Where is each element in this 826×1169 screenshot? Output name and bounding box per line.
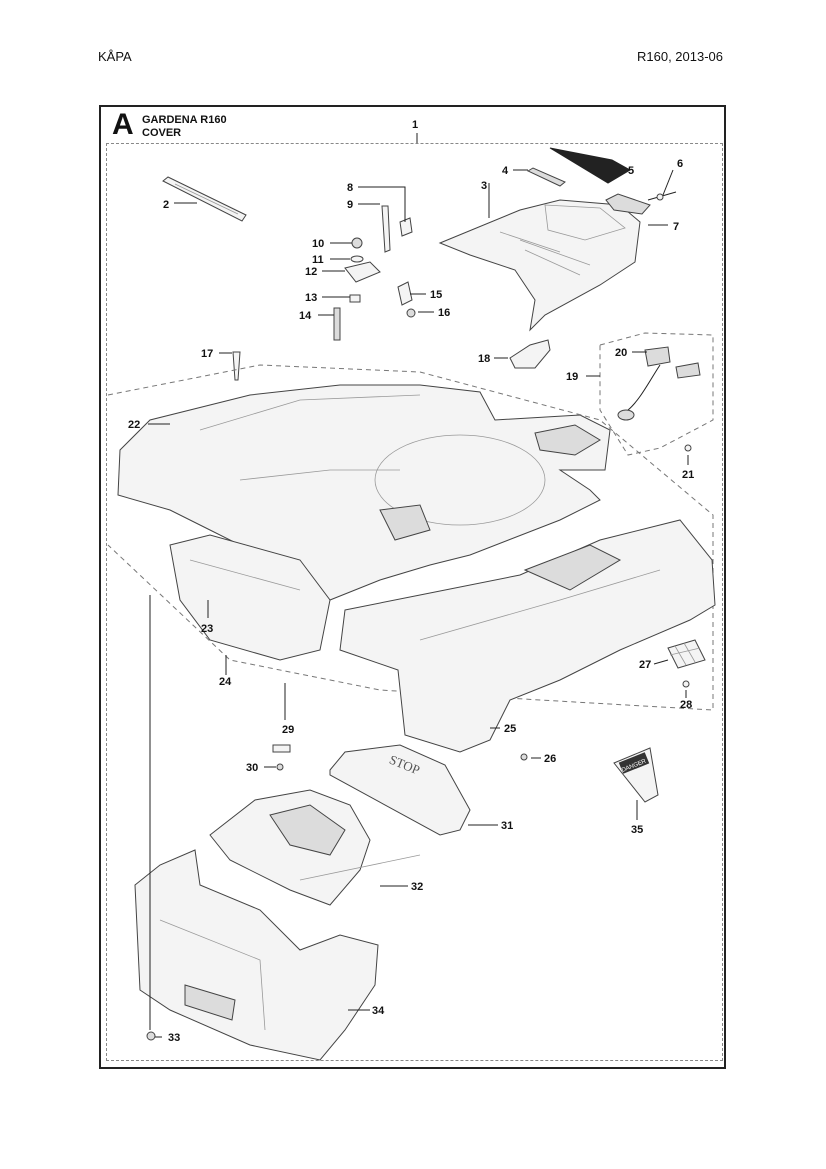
callout-30: 30 <box>246 762 258 774</box>
callout-15: 15 <box>430 289 442 301</box>
grid-plate <box>667 639 706 688</box>
callout-26: 26 <box>544 753 556 765</box>
lower-body-boundary <box>107 364 714 711</box>
top-hood <box>438 199 641 332</box>
callout-25: 25 <box>504 723 516 735</box>
decal-strip <box>162 176 247 222</box>
callout-3: 3 <box>481 180 487 192</box>
callout-34: 34 <box>372 1005 385 1017</box>
section-title: GARDENA R160 COVER <box>142 114 227 140</box>
callout-32: 32 <box>411 881 423 893</box>
callout-2: 2 <box>163 199 169 211</box>
fasteners <box>146 744 528 1041</box>
header-left-title: KÅPA <box>98 49 132 64</box>
callout-29: 29 <box>282 724 294 736</box>
callout-35: 35 <box>631 824 643 836</box>
callout-17: 17 <box>201 348 213 360</box>
callout-4: 4 <box>502 165 509 177</box>
callout-19: 19 <box>566 371 578 383</box>
display-label <box>526 147 632 187</box>
section-letter: A <box>112 108 134 141</box>
callout-31: 31 <box>501 820 513 832</box>
callout-21: 21 <box>682 469 694 481</box>
callout-13: 13 <box>305 292 317 304</box>
callout-24: 24 <box>219 676 232 688</box>
hatch-lid <box>209 789 421 906</box>
callout-9: 9 <box>347 199 353 211</box>
danger-label: DANGER <box>613 747 659 803</box>
callout-11: 11 <box>312 254 324 266</box>
callout-23: 23 <box>201 623 213 635</box>
callout-22: 22 <box>128 419 140 431</box>
main-chassis <box>117 384 611 601</box>
callout-18: 18 <box>478 353 490 365</box>
header-right-model-date: R160, 2013-06 <box>637 49 724 64</box>
callout-10: 10 <box>312 238 324 250</box>
callout-28: 28 <box>680 699 692 711</box>
callout-27: 27 <box>639 659 651 671</box>
handle <box>509 339 551 369</box>
left-bumper <box>169 534 331 661</box>
callout-7: 7 <box>673 221 679 233</box>
lower-housing <box>134 849 379 1061</box>
small-hardware <box>232 205 416 381</box>
callout-12: 12 <box>305 266 317 278</box>
callout-16: 16 <box>438 307 450 319</box>
callout-20: 20 <box>615 347 627 359</box>
stop-button-cover: STOP <box>329 744 471 836</box>
callout-33: 33 <box>168 1032 180 1044</box>
callout-8: 8 <box>347 182 353 194</box>
section-model: GARDENA R160 <box>142 114 227 126</box>
section-name: COVER <box>142 127 182 139</box>
sensor-bracket-group <box>599 332 714 456</box>
assembly-boundary <box>106 143 723 1061</box>
leader-lines <box>148 133 689 1038</box>
hinge-parts <box>605 191 677 215</box>
callout-14: 14 <box>299 310 312 322</box>
outer-shell <box>339 519 716 753</box>
callout-6: 6 <box>677 158 683 170</box>
callout-1: 1 <box>412 119 418 131</box>
diagram-frame <box>99 105 726 1069</box>
callout-labels: 1 2 3 4 5 6 7 8 9 10 11 12 13 14 15 16 1… <box>128 119 694 1044</box>
callout-5: 5 <box>628 165 634 177</box>
